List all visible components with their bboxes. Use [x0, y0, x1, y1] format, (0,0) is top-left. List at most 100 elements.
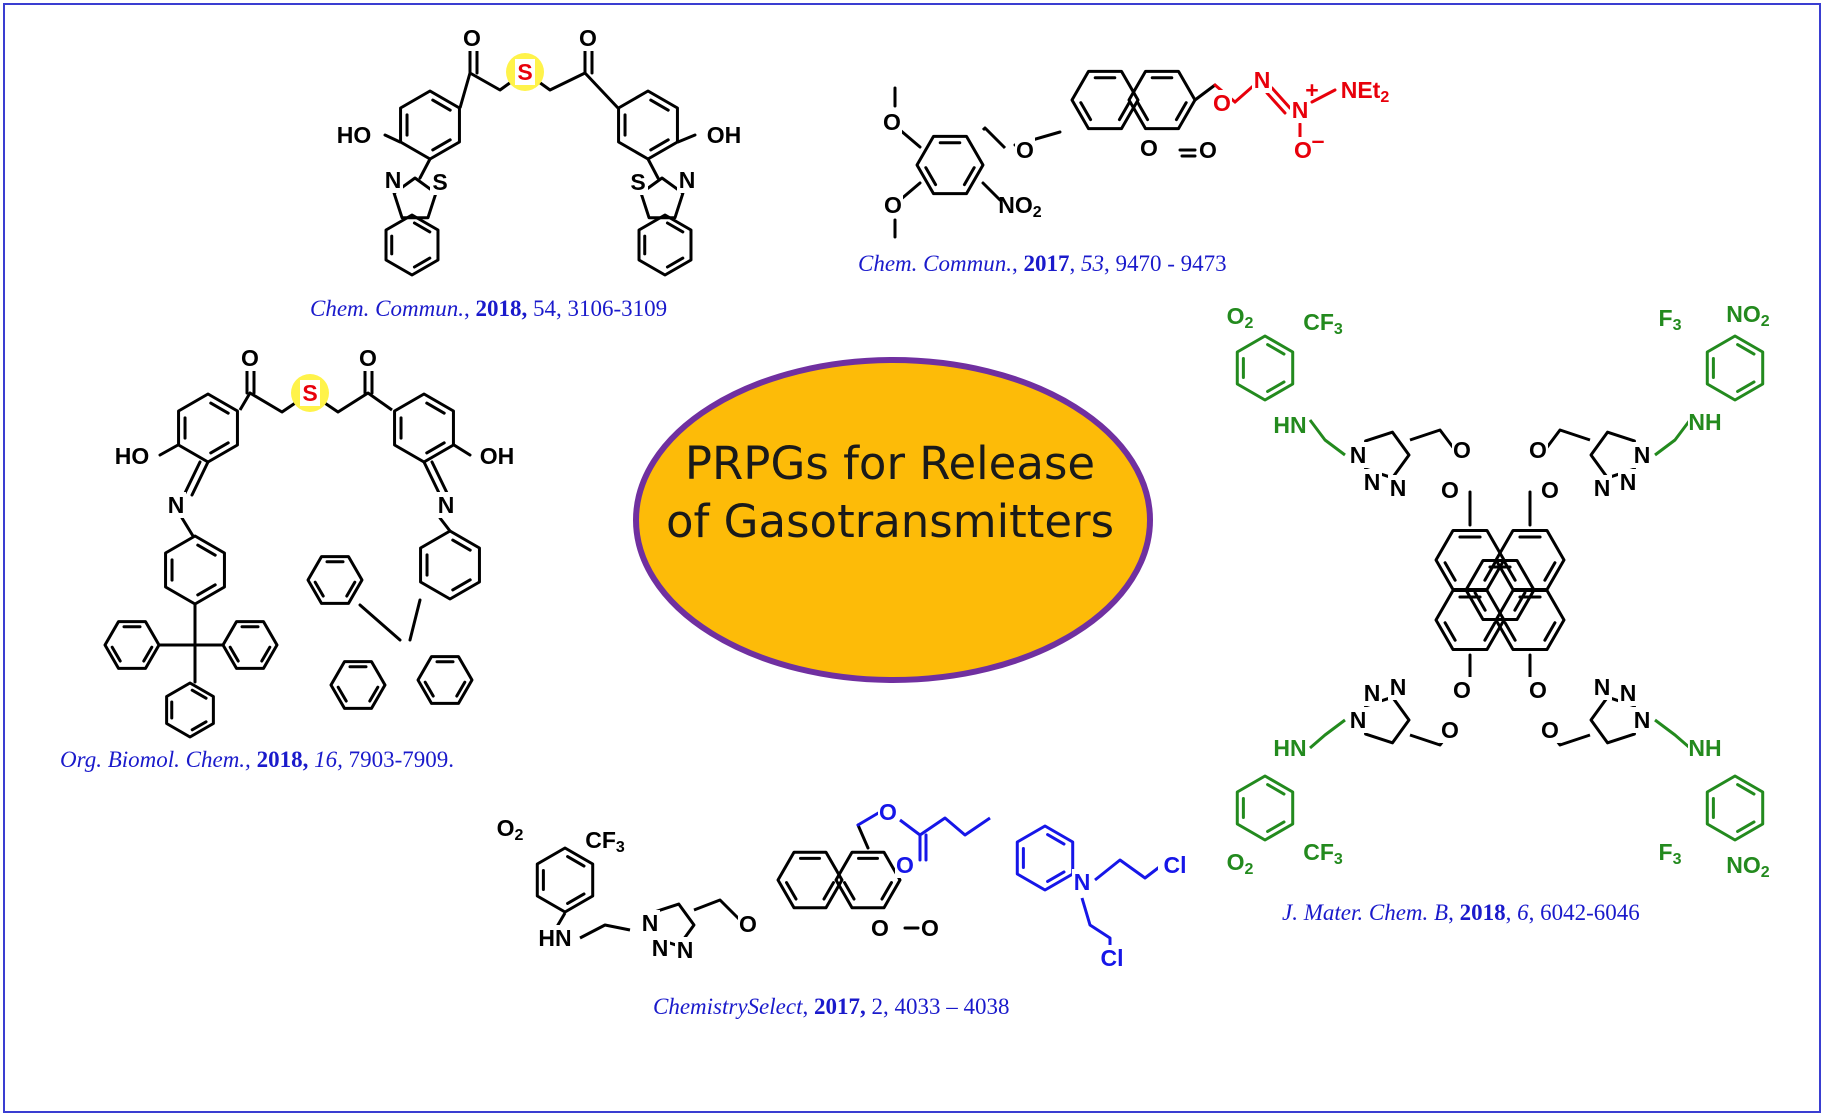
label-backdrop — [1273, 412, 1307, 438]
citation-4-vol: 6 — [1517, 900, 1529, 925]
oxygen-label: O — [1294, 137, 1312, 163]
label-backdrop — [1237, 303, 1243, 329]
label-backdrop — [1290, 97, 1310, 123]
label-backdrop — [1667, 305, 1673, 331]
label-backdrop — [1388, 475, 1408, 501]
label-backdrop — [1252, 67, 1272, 93]
charge-label: – — [1312, 127, 1325, 153]
label-backdrop — [1017, 192, 1023, 218]
nitrogen-label: N — [1364, 680, 1381, 706]
label-backdrop — [1528, 437, 1548, 463]
label-backdrop — [1362, 680, 1382, 706]
amine-label: HN — [1273, 412, 1306, 438]
oxygen-label: O — [579, 25, 597, 51]
label-backdrop — [337, 122, 371, 148]
label-backdrop — [1237, 849, 1243, 875]
label-backdrop — [1015, 137, 1035, 163]
citation-2-sep: , — [1011, 251, 1024, 276]
nitro-label: O2 — [497, 815, 524, 844]
citation-4-pages: , 6042-6046 — [1528, 900, 1640, 925]
label-backdrop — [883, 192, 903, 218]
trifluoromethyl-label: F3 — [1659, 305, 1682, 334]
oxygen-label: O — [739, 911, 757, 937]
nitrogen-label: N — [1350, 707, 1367, 733]
oxygen-label: O — [1453, 677, 1471, 703]
label-backdrop — [515, 59, 535, 85]
chlorine-label: Cl — [1101, 945, 1124, 971]
hydroxyl-label: HO — [337, 122, 372, 148]
citation-4-year: 2018 — [1459, 900, 1506, 925]
label-backdrop — [1320, 309, 1326, 335]
label-backdrop — [707, 122, 741, 148]
citation-4: J. Mater. Chem. B, 2018, 6, 6042-6046 — [1282, 900, 1640, 925]
oxygen-label: O — [359, 345, 377, 371]
citation-5-vol: 2, — [865, 994, 889, 1019]
chlorine-label: Cl — [1164, 852, 1187, 878]
nitrogen-label: N — [677, 937, 694, 963]
label-backdrop — [1095, 945, 1129, 971]
nitrogen-label: N — [1620, 469, 1637, 495]
oxygen-label: O — [879, 799, 897, 825]
trifluoromethyl-label: CF3 — [1303, 839, 1343, 868]
citation-1-vol: 54, — [527, 296, 562, 321]
nitrogen-label: N — [1350, 442, 1367, 468]
label-backdrop — [1072, 869, 1092, 895]
nitrogen-label: N — [1620, 680, 1637, 706]
hydroxyl-label: OH — [707, 122, 742, 148]
citation-5: ChemistrySelect, 2017, 2, 4033 – 4038 — [653, 994, 1010, 1019]
amine-label: NH — [1688, 409, 1721, 435]
label-backdrop — [1632, 707, 1652, 733]
oxygen-label: O — [1541, 477, 1559, 503]
nitro-label: NO2 — [1726, 852, 1770, 881]
citation-1-year: 2018, — [475, 296, 528, 321]
nitrogen-label: N — [1364, 469, 1381, 495]
label-backdrop — [1440, 717, 1460, 743]
oxygen-label: O — [241, 345, 259, 371]
nitro-label: O2 — [1227, 849, 1254, 878]
nitrogen-label: N — [1390, 475, 1407, 501]
label-backdrop — [920, 915, 940, 941]
label-backdrop — [1745, 301, 1751, 327]
citation-3-year: 2018, — [256, 747, 309, 772]
title-line-2: of Gasotransmitters — [665, 495, 1115, 548]
label-backdrop — [166, 492, 186, 518]
nitrogen-label: N — [1390, 674, 1407, 700]
oxygen-label: O — [1529, 677, 1547, 703]
label-backdrop — [650, 935, 670, 961]
trifluoromethyl-label: CF3 — [1303, 309, 1343, 338]
label-backdrop — [358, 345, 378, 371]
label-backdrop — [507, 815, 513, 841]
label-backdrop — [602, 827, 608, 853]
title-line-1: PRPGs for Release — [684, 437, 1096, 490]
nitrogen-label: N — [168, 492, 185, 518]
citation-5-pages: 4033 – 4038 — [888, 994, 1010, 1019]
sulfur-label: S — [517, 59, 532, 85]
amine-label: HN — [1273, 735, 1306, 761]
amine-label: NH — [1688, 735, 1721, 761]
label-backdrop — [640, 910, 660, 936]
label-backdrop — [1139, 135, 1159, 161]
label-backdrop — [462, 25, 482, 51]
nitrogen-label: N — [1594, 674, 1611, 700]
trifluoromethyl-label: F3 — [1659, 839, 1682, 868]
label-backdrop — [1158, 852, 1192, 878]
citation-1-sep: , — [463, 296, 476, 321]
label-backdrop — [1618, 680, 1638, 706]
citation-2-journal: Chem. Commun. — [858, 251, 1012, 276]
label-backdrop — [677, 167, 697, 193]
label-backdrop — [436, 492, 456, 518]
label-backdrop — [1348, 442, 1368, 468]
label-backdrop — [538, 925, 572, 951]
nitro-label: NO2 — [998, 192, 1042, 221]
oxygen-label: O — [896, 852, 914, 878]
label-backdrop — [1348, 707, 1368, 733]
oxygen-label: O — [1199, 137, 1217, 163]
label-backdrop — [1198, 137, 1218, 163]
label-backdrop — [1688, 409, 1722, 435]
nitrogen-label: N — [1254, 67, 1271, 93]
oxygen-label: O — [1213, 90, 1231, 116]
trifluoromethyl-label: CF3 — [585, 827, 625, 856]
citation-5-year: 2017, — [813, 994, 866, 1019]
nitrogen-label: N — [1634, 442, 1651, 468]
